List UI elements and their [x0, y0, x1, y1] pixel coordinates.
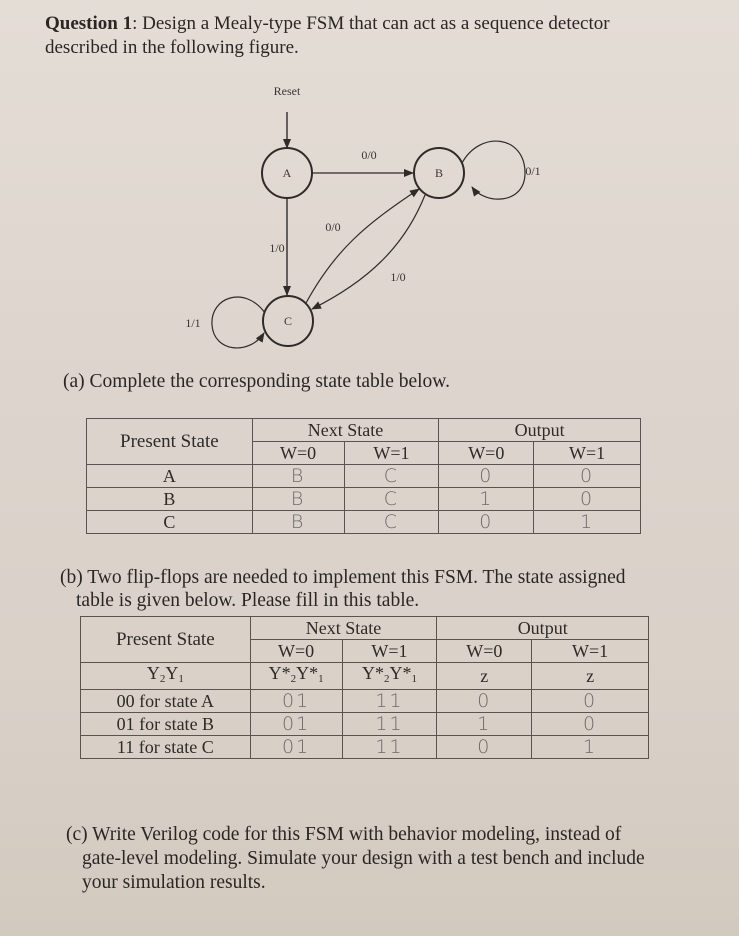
out-w0-var-cell: z [436, 662, 533, 690]
next-state-w1-cell[interactable]: C [343, 487, 440, 511]
part-a-prompt: (a) Complete the corresponding state tab… [63, 371, 450, 392]
output-header: Output [436, 616, 649, 640]
next-state-header: Next State [249, 616, 438, 640]
out-w1-header: W=1 [531, 639, 649, 663]
output-w0-cell[interactable]: 0 [438, 510, 535, 534]
transition-label-b-c: 1/0 [390, 270, 405, 284]
variable-row: Y2Y1 Y*2Y*1 Y*2Y*1 z z [80, 662, 649, 690]
out-w0-header: W=0 [438, 441, 535, 465]
state-b-node [413, 147, 465, 199]
table-row: B B C 1 0 [86, 487, 641, 511]
out-w0-header: W=0 [436, 639, 533, 663]
next-state-w0-cell[interactable]: B [251, 464, 345, 488]
out-w1-header: W=1 [533, 441, 641, 465]
output-w1-cell[interactable]: 0 [531, 712, 649, 736]
table-row: 11 for state C 01 11 0 1 [80, 735, 649, 759]
ns-w1-var-cell: Y*2Y*1 [341, 662, 438, 690]
part-c-line3: your simulation results. [82, 872, 266, 893]
part-b-prompt-line2: table is given below. Please fill in thi… [76, 590, 420, 611]
output-w0-cell[interactable]: 1 [438, 487, 535, 511]
next-state-w1-cell[interactable]: 11 [341, 712, 438, 736]
table-row: 00 for state A 01 11 0 0 [80, 689, 649, 713]
present-var-cell: Y2Y1 [80, 662, 251, 690]
next-state-w0-cell[interactable]: B [251, 510, 345, 534]
state-b-label: B [435, 166, 443, 180]
next-state-header: Next State [251, 418, 440, 442]
present-state-header: Present State [86, 418, 253, 465]
output-w0-cell[interactable]: 0 [436, 689, 533, 713]
reset-label: Reset [274, 84, 301, 98]
transition-label-c-b: 0/0 [325, 220, 340, 234]
question-text: : Design a Mealy-type FSM that can act a… [132, 13, 610, 34]
present-state-cell: 11 for state C [80, 735, 251, 759]
output-w0-cell[interactable]: 0 [436, 735, 533, 759]
output-w1-cell[interactable]: 1 [533, 510, 641, 534]
next-state-w1-cell[interactable]: C [343, 510, 440, 534]
transition-label-a-b: 0/0 [361, 148, 376, 162]
output-w1-cell[interactable]: 0 [533, 464, 641, 488]
output-w0-cell[interactable]: 1 [436, 712, 533, 736]
present-state-cell: A [86, 464, 253, 488]
present-state-header: Present State [80, 616, 251, 663]
table-row: C B C 0 1 [86, 510, 641, 534]
ns-w1-header: W=1 [341, 639, 438, 663]
part-c-prompt: (c) Write Verilog code for this FSM with… [66, 823, 726, 895]
next-state-w1-cell[interactable]: 11 [341, 689, 438, 713]
output-w1-cell[interactable]: 0 [531, 689, 649, 713]
next-state-w1-cell[interactable]: 11 [341, 735, 438, 759]
out-w1-var-cell: z [531, 662, 649, 690]
output-w0-cell[interactable]: 0 [438, 464, 535, 488]
ns-w0-var-cell: Y*2Y*1 [249, 662, 343, 690]
question-label: Question 1 [45, 13, 133, 34]
ns-w0-header: W=0 [249, 639, 343, 663]
state-c-label: C [284, 314, 292, 328]
present-state-cell: 00 for state A [80, 689, 251, 713]
part-b-prompt-line1: (b) Two flip-flops are needed to impleme… [60, 567, 626, 588]
present-state-cell: 01 for state B [80, 712, 251, 736]
output-header: Output [438, 418, 641, 442]
part-b-prompt: (b) Two flip-flops are needed to impleme… [60, 566, 739, 612]
next-state-w0-cell[interactable]: B [251, 487, 345, 511]
transition-label-b-b: 0/1 [525, 164, 540, 178]
next-state-w0-cell[interactable]: 01 [249, 689, 343, 713]
output-w1-cell[interactable]: 1 [531, 735, 649, 759]
table-row: 01 for state B 01 11 1 0 [80, 712, 649, 736]
state-c-node [262, 295, 314, 347]
part-c-line2: gate-level modeling. Simulate your desig… [82, 848, 645, 869]
output-w1-cell[interactable]: 0 [533, 487, 641, 511]
table-row: A B C 0 0 [86, 464, 641, 488]
next-state-w1-cell[interactable]: C [343, 464, 440, 488]
present-state-cell: B [86, 487, 253, 511]
state-table: Present State Next State Output W=0 W=1 … [86, 418, 641, 534]
state-a-label: A [283, 166, 292, 180]
ns-w0-header: W=0 [251, 441, 345, 465]
transition-label-c-c: 1/1 [185, 316, 200, 330]
transition-label-a-c: 1/0 [269, 241, 284, 255]
question-text-line2: described in the following figure. [45, 37, 299, 58]
part-c-line1: (c) Write Verilog code for this FSM with… [66, 824, 622, 845]
next-state-w0-cell[interactable]: 01 [249, 712, 343, 736]
fsm-state-diagram: Reset 0/0 1/0 0/1 1/0 0/0 1/1 A B C [185, 84, 541, 349]
next-state-w0-cell[interactable]: 01 [249, 735, 343, 759]
question-heading: Question 1: Design a Mealy-type FSM that… [45, 12, 705, 60]
state-assigned-table: Present State Next State Output W=0 W=1 … [80, 616, 649, 759]
present-state-cell: C [86, 510, 253, 534]
ns-w1-header: W=1 [343, 441, 440, 465]
